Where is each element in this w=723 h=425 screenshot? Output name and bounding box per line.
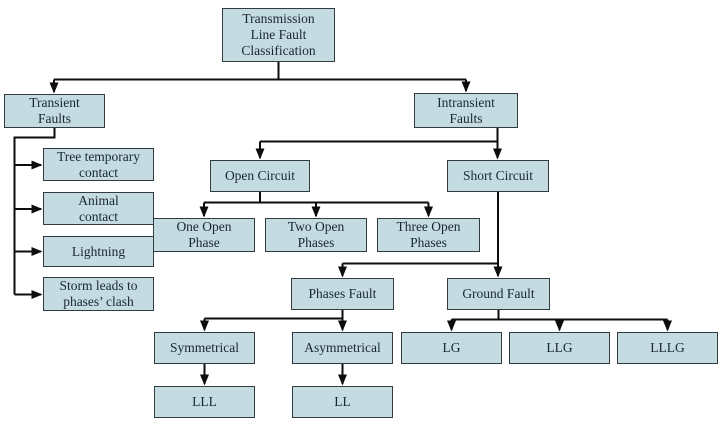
- node-root: Transmission Line Fault Classification: [222, 8, 335, 62]
- connector-short-circuit-split: [342, 192, 499, 265]
- connector-phases-fault-split: [204, 310, 344, 320]
- node-open-circuit: Open Circuit: [210, 160, 310, 192]
- node-three-open-phases: Three Open Phases: [377, 218, 480, 252]
- node-phases-fault: Phases Fault: [291, 278, 394, 310]
- node-one-open-phase: One Open Phase: [153, 218, 255, 252]
- node-llg: LLG: [509, 332, 610, 364]
- connector-open-circuit-split: [204, 192, 429, 204]
- node-lll: LLL: [154, 386, 255, 418]
- node-animal-contact: Animal contact: [43, 192, 154, 225]
- node-tree-temporary-contact: Tree temporary contact: [43, 148, 154, 181]
- connector-ground-fault-split: [451, 310, 668, 321]
- node-ll: LL: [292, 386, 393, 418]
- connector-intransient-split: [260, 128, 499, 143]
- node-lg: LG: [401, 332, 502, 364]
- connector-root-split: [54, 62, 466, 81]
- node-lightning: Lightning: [43, 236, 154, 267]
- node-two-open-phases: Two Open Phases: [265, 218, 367, 252]
- node-short-circuit: Short Circuit: [447, 160, 549, 192]
- node-asymmetrical: Asymmetrical: [292, 332, 393, 364]
- node-ground-fault: Ground Fault: [447, 278, 550, 310]
- node-symmetrical: Symmetrical: [154, 332, 255, 364]
- node-storm-phases-clash: Storm leads to phases’ clash: [43, 277, 154, 311]
- node-transient-faults: Transient Faults: [4, 94, 105, 128]
- node-lllg: LLLG: [617, 332, 718, 364]
- node-intransient-faults: Intransient Faults: [414, 93, 518, 128]
- connector-transient-rail: [13, 128, 56, 295]
